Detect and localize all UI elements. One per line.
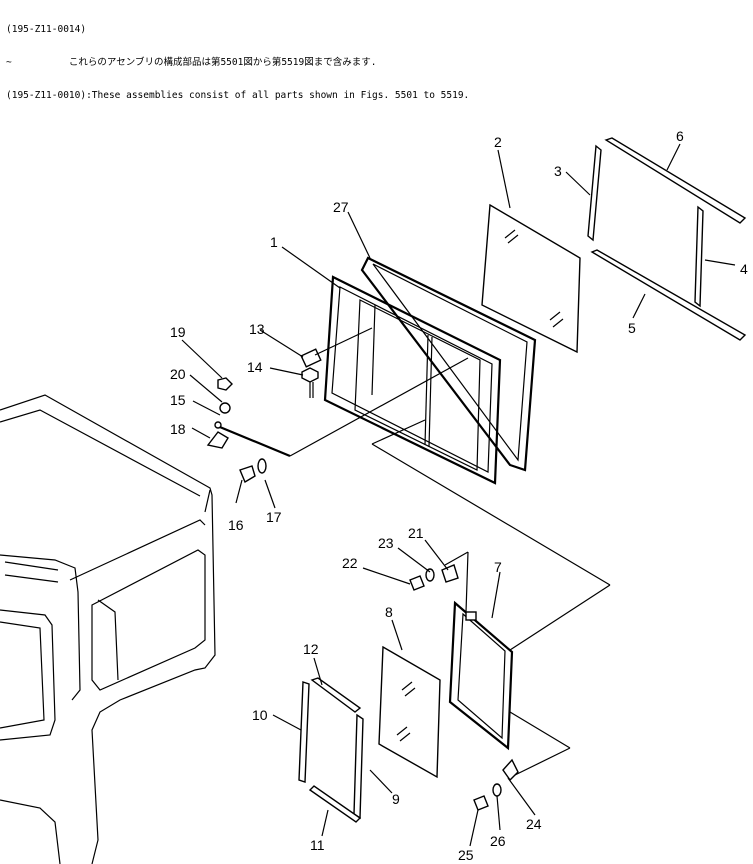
leader-lines (181, 143, 736, 847)
seal-strip-5 (590, 249, 747, 341)
reference-lines (289, 327, 611, 776)
callout-20: 20 (170, 366, 186, 382)
latch-assembly (300, 348, 322, 398)
callout-10: 10 (252, 707, 268, 723)
glass-pane-upper (481, 203, 581, 354)
header-line-3: (195-Z11-0010):These assemblies consist … (6, 90, 470, 101)
callout-7: 7 (494, 559, 502, 575)
callout-25: 25 (458, 847, 474, 863)
callout-6: 6 (676, 128, 684, 144)
cab-body (0, 394, 216, 864)
seal-frame-lower (298, 677, 364, 823)
seal-strip-3 (587, 144, 602, 242)
callout-14: 14 (247, 359, 263, 375)
window-frame (323, 275, 502, 485)
bolt-assembly-lower (473, 758, 519, 811)
callout-4: 4 (740, 261, 748, 277)
seal-strip-4 (694, 205, 704, 308)
callout-21: 21 (408, 525, 424, 541)
bolt-assembly-upper (409, 564, 459, 591)
callout-27: 27 (333, 199, 349, 215)
callout-8: 8 (385, 604, 393, 620)
callout-18: 18 (170, 421, 186, 437)
callout-19: 19 (170, 324, 186, 340)
small-window-frame (448, 600, 514, 751)
callout-26: 26 (490, 833, 506, 849)
callout-labels: 1 2 3 4 5 6 7 8 9 10 11 12 13 14 15 16 1… (170, 128, 748, 863)
callout-17: 17 (266, 509, 282, 525)
glass-pane-lower (378, 645, 441, 779)
callout-9: 9 (392, 791, 400, 807)
header-note: (195-Z11-0014) ~ これらのアセンブリの構成部品は第5501図から… (6, 2, 469, 112)
callout-23: 23 (378, 535, 394, 551)
seal-strip-6 (604, 137, 747, 224)
callout-5: 5 (628, 320, 636, 336)
header-line-2: ~ これらのアセンブリの構成部品は第5501図から第5519図まで含みます. (6, 57, 377, 68)
callout-15: 15 (170, 392, 186, 408)
callout-12: 12 (303, 641, 319, 657)
callout-3: 3 (554, 163, 562, 179)
callout-16: 16 (228, 517, 244, 533)
callout-2: 2 (494, 134, 502, 150)
header-line-1: (195-Z11-0014) (6, 24, 87, 35)
rod-assembly (206, 377, 291, 484)
callout-1: 1 (270, 234, 278, 250)
callout-13: 13 (249, 321, 265, 337)
callout-11: 11 (310, 837, 325, 853)
callout-22: 22 (342, 555, 358, 571)
window-seal (360, 256, 537, 472)
callout-24: 24 (526, 816, 542, 832)
